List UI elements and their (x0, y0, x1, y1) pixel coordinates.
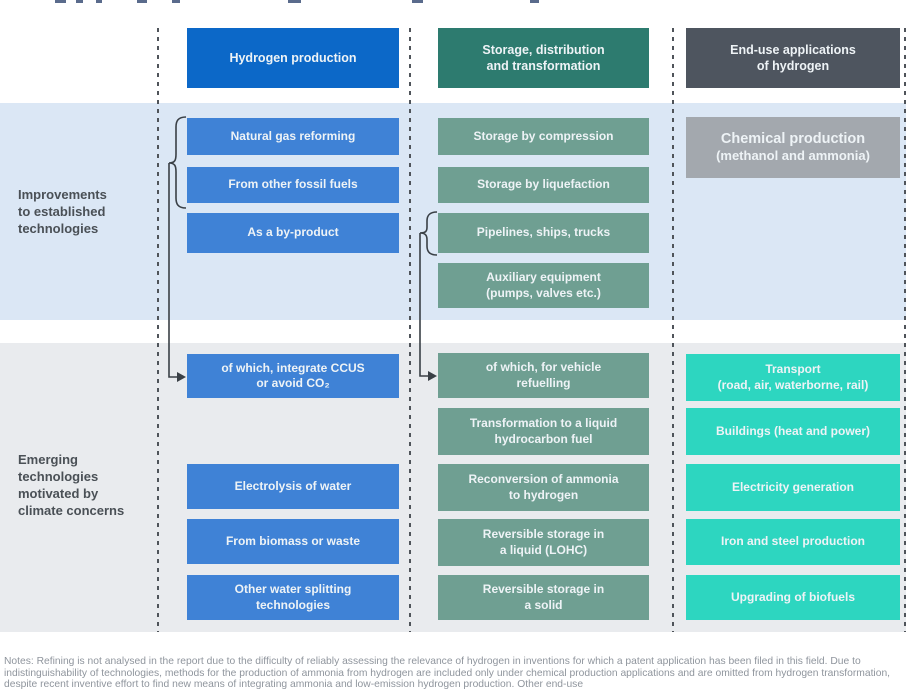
box-transformation-liquid-hydrocarbon: Transformation to a liquid hydrocarbon f… (438, 408, 649, 455)
box-electricity-generation: Electricity generation (686, 464, 900, 511)
header-end-use-applications: End-use applications of hydrogen (686, 28, 900, 88)
box-reconversion-ammonia-hydrogen: Reconversion of ammonia to hydrogen (438, 464, 649, 511)
box-iron-steel-production: Iron and steel production (686, 519, 900, 565)
column-divider-2 (409, 28, 411, 632)
box-from-biomass-or-waste: From biomass or waste (187, 519, 399, 564)
header-hydrogen-production: Hydrogen production (187, 28, 399, 88)
box-chemical-production: Chemical production (methanol and ammoni… (686, 117, 900, 178)
box-vehicle-refuelling: of which, for vehicle refuelling (438, 353, 649, 398)
row-label-established: Improvements to established technologies (18, 187, 107, 237)
box-from-other-fossil-fuels: From other fossil fuels (187, 167, 399, 203)
box-electrolysis-of-water: Electrolysis of water (187, 464, 399, 509)
header-storage-distribution-transformation: Storage, distribution and transformation (438, 28, 649, 88)
box-transport: Transport (road, air, waterborne, rail) (686, 354, 900, 401)
box-buildings-heat-power: Buildings (heat and power) (686, 408, 900, 455)
box-other-water-splitting: Other water splitting technologies (187, 575, 399, 620)
box-integrate-ccus-avoid-co2: of which, integrate CCUS or avoid CO₂ (187, 354, 399, 398)
chemical-production-subtitle: (methanol and ammonia) (716, 148, 870, 164)
box-auxiliary-equipment: Auxiliary equipment (pumps, valves etc.) (438, 263, 649, 308)
chemical-production-title: Chemical production (720, 130, 866, 147)
box-storage-by-liquefaction: Storage by liquefaction (438, 167, 649, 203)
box-natural-gas-reforming: Natural gas reforming (187, 118, 399, 155)
cropped-title-fragments (55, 0, 539, 3)
box-upgrading-of-biofuels: Upgrading of biofuels (686, 575, 900, 620)
column-divider-1 (157, 28, 159, 632)
figure-notes: Notes: Refining is not analysed in the r… (4, 656, 891, 690)
column-divider-4 (904, 28, 906, 632)
row-label-emerging: Emerging technologies motivated by clima… (18, 452, 125, 519)
column-divider-3 (672, 28, 674, 632)
box-storage-by-compression: Storage by compression (438, 118, 649, 155)
box-pipelines-ships-trucks: Pipelines, ships, trucks (438, 213, 649, 253)
box-reversible-storage-solid: Reversible storage in a solid (438, 575, 649, 620)
box-reversible-storage-liquid-lohc: Reversible storage in a liquid (LOHC) (438, 519, 649, 566)
box-as-a-by-product: As a by-product (187, 213, 399, 253)
